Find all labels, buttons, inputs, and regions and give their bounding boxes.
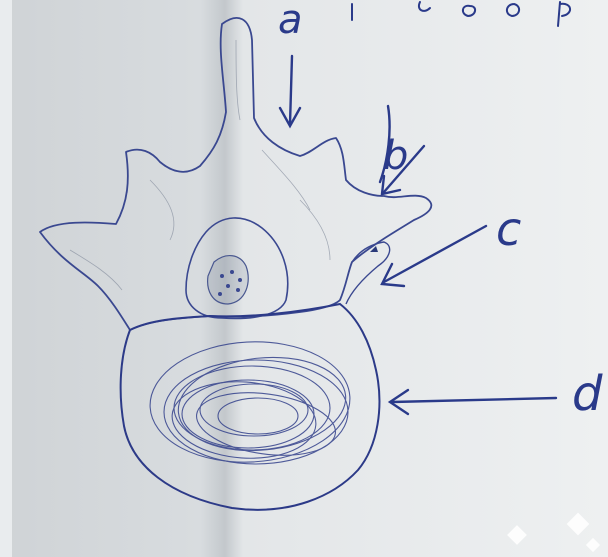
label-a: a	[278, 0, 303, 40]
left-strip	[0, 0, 12, 557]
label-c: c	[496, 206, 521, 252]
foramen-inner-sketch	[208, 256, 249, 304]
label-d: d	[572, 370, 602, 418]
label-b: b	[383, 136, 408, 176]
